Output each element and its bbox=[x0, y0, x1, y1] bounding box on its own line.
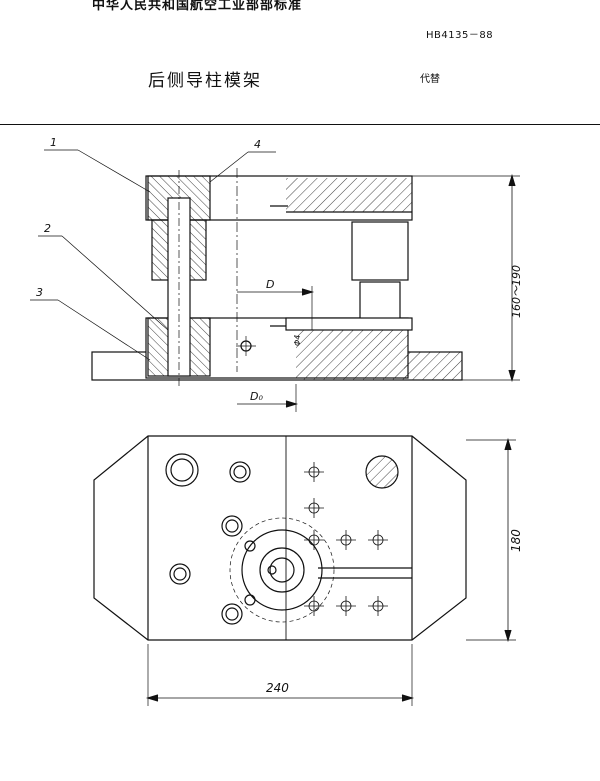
top-view bbox=[93, 435, 516, 706]
document-title: 后侧导柱模架 bbox=[148, 71, 262, 91]
dimension-depth: 180 bbox=[509, 529, 523, 552]
part-label-4: 4 bbox=[254, 138, 261, 151]
dimension-d0: D₀ bbox=[250, 390, 263, 403]
part-label-1: 1 bbox=[50, 136, 57, 149]
dimension-height: 160～190 bbox=[510, 265, 523, 318]
front-view bbox=[30, 149, 520, 412]
lower-die-plate bbox=[285, 317, 413, 331]
standard-number: HB4135－88 bbox=[426, 30, 494, 41]
part-label-2: 2 bbox=[44, 222, 51, 235]
header-rule bbox=[0, 124, 600, 125]
part-label-3: 3 bbox=[36, 286, 43, 299]
replaces-label: 代替 bbox=[420, 74, 440, 85]
dimension-width: 240 bbox=[266, 681, 289, 695]
organization-header: 中华人民共和国航空工业部部标准 bbox=[92, 0, 303, 13]
upper-column bbox=[351, 221, 409, 281]
dimension-hole: Φ4 bbox=[293, 335, 302, 346]
dimension-d: D bbox=[266, 278, 274, 291]
